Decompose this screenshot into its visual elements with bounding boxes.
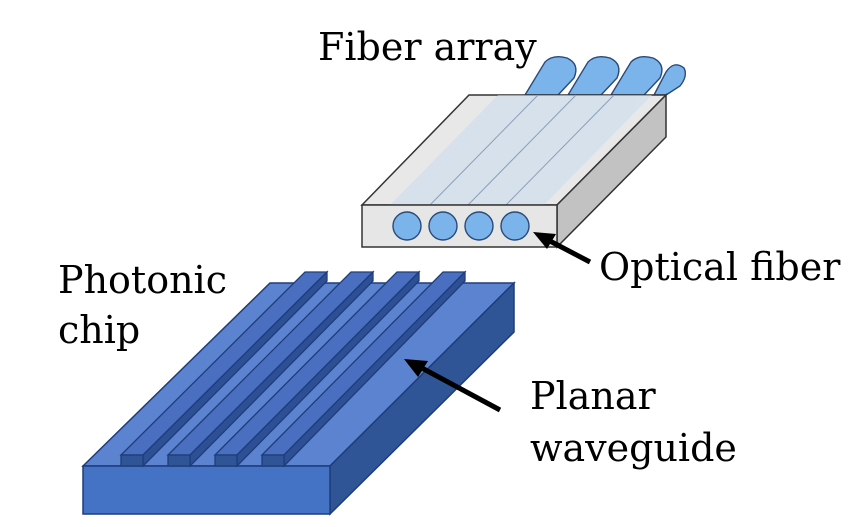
fiber-tail-2 xyxy=(566,55,620,96)
fiber-end-2 xyxy=(428,211,458,241)
waveguide-ridge-1 xyxy=(119,270,329,468)
fiber-core-lines xyxy=(429,94,615,206)
fiber-tails xyxy=(523,55,687,96)
waveguide-ridge-3 xyxy=(213,270,421,468)
planar-waveguide-arrow xyxy=(404,359,502,413)
fiber-tail-1 xyxy=(523,55,577,96)
label-planar-waveguide-line2: waveguide xyxy=(530,426,737,470)
waveguide-ridge-2 xyxy=(166,270,375,468)
fiber-cores-top xyxy=(390,95,652,205)
label-optical-fiber: Optical fiber xyxy=(599,245,841,289)
fiber-end-faces xyxy=(392,211,530,241)
waveguide-ridge-4 xyxy=(260,270,467,468)
label-fiber-array: Fiber array xyxy=(318,25,537,69)
fiber-end-1 xyxy=(392,211,422,241)
optical-fiber-arrow xyxy=(533,232,592,265)
chip-front xyxy=(82,465,331,515)
fiber-tail-3 xyxy=(609,55,663,96)
label-photonic-chip-line1: Photonic xyxy=(58,258,227,302)
fiber-array xyxy=(360,55,687,249)
fiber-end-3 xyxy=(464,211,494,241)
waveguide-ridges xyxy=(119,270,467,468)
photonic-chip xyxy=(81,270,516,516)
fiber-end-4 xyxy=(500,211,530,241)
label-planar-waveguide-line1: Planar xyxy=(530,374,657,418)
fiber-tail-4 xyxy=(652,64,687,96)
label-photonic-chip-line2: chip xyxy=(58,308,140,352)
